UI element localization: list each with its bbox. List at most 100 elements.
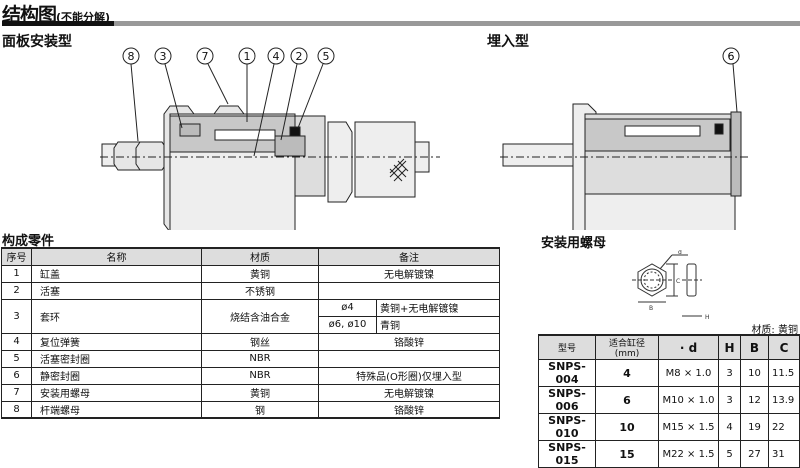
cell-d: M15 × 1.5 (658, 413, 719, 441)
cell-c: 22 (768, 413, 800, 441)
cell-size: ø6, ø10 (318, 315, 377, 334)
svg-text:3: 3 (160, 50, 167, 63)
cell-b: 19 (740, 413, 769, 441)
cell-note: 特殊品(O形圈)仅埋入型 (318, 366, 500, 385)
cell-bore: 4 (595, 359, 659, 387)
cell-name: 静密封圈 (31, 366, 202, 385)
title-rule-dark (2, 21, 114, 26)
col-b: B (740, 334, 769, 360)
cell-material: 烧结含油合金 (201, 298, 319, 334)
cell-note: 无电解镀镍 (318, 264, 500, 283)
cell-bore: 15 (595, 440, 659, 468)
cell-no: 4 (1, 332, 32, 351)
col-material: 材质 (201, 247, 319, 266)
title-rule-grey (114, 21, 800, 26)
callout-7: 7 (196, 47, 229, 105)
panel-mount-title: 面板安装型 (2, 34, 72, 50)
embedded-title: 埋入型 (487, 34, 529, 50)
cell-no: 6 (1, 366, 32, 385)
panel-mount-cross-section: 8 3 7 1 4 2 5 (100, 47, 440, 230)
callout-8: 8 (122, 47, 140, 142)
callout-2: 2 (280, 47, 308, 141)
svg-text:7: 7 (202, 50, 209, 63)
col-d: · d (658, 334, 719, 360)
cell-material: 不锈钢 (201, 281, 319, 300)
cell-note: 黄铜+无电解镀镍 (376, 298, 500, 317)
cell-material: 钢丝 (201, 332, 319, 351)
svg-text:8: 8 (128, 50, 135, 63)
label-d: d (678, 250, 682, 256)
label-c: C (676, 278, 680, 285)
callout-3: 3 (154, 47, 183, 129)
nut-drawing: d C B H (632, 250, 710, 321)
cell-b: 27 (740, 440, 769, 468)
cell-b: 10 (740, 359, 769, 387)
cell-h: 5 (718, 440, 741, 468)
svg-text:5: 5 (323, 50, 330, 63)
cell-bore: 10 (595, 413, 659, 441)
cell-name: 套环 (31, 298, 202, 334)
cell-h: 4 (718, 413, 741, 441)
cell-no: 5 (1, 349, 32, 368)
svg-text:1: 1 (244, 50, 251, 63)
parts-title: 构成零件 (2, 234, 55, 249)
nut-title: 安装用螺母 (541, 236, 607, 251)
callout-1: 1 (238, 47, 256, 122)
cell-no: 2 (1, 281, 32, 300)
cell-material: NBR (201, 366, 319, 385)
cell-no: 1 (1, 264, 32, 283)
col-name: 名称 (31, 247, 202, 266)
cell-model: SNPS-015 (538, 440, 596, 468)
label-b: B (649, 305, 653, 312)
cell-material: 钢 (201, 400, 319, 419)
material-note: 材质: 黄铜 (751, 325, 798, 336)
cell-c: 11.5 (768, 359, 800, 387)
cell-note (318, 349, 500, 368)
embedded-cross-section: 6 (500, 47, 750, 230)
cell-h: 3 (718, 359, 741, 387)
cell-model: SNPS-006 (538, 386, 596, 414)
cell-name: 缸盖 (31, 264, 202, 283)
col-c: C (768, 334, 800, 360)
section-title: 结构图(不能分解) (2, 0, 110, 27)
svg-text:6: 6 (728, 50, 735, 63)
cell-note (318, 281, 500, 300)
cell-d: M22 × 1.5 (658, 440, 719, 468)
col-bore: 适合缸径(mm) (595, 334, 659, 360)
cell-note: 铬酸锌 (318, 400, 500, 419)
cell-name: 复位弹簧 (31, 332, 202, 351)
label-h: H (705, 314, 710, 321)
cell-name: 活塞密封圈 (31, 349, 202, 368)
cell-b: 12 (740, 386, 769, 414)
cell-note: 铬酸锌 (318, 332, 500, 351)
cell-material: 黄铜 (201, 264, 319, 283)
col-no: 序号 (1, 247, 32, 266)
svg-text:2: 2 (296, 50, 303, 63)
title-text: 结构图 (2, 4, 57, 26)
cell-no: 8 (1, 400, 32, 419)
cell-d: M10 × 1.0 (658, 386, 719, 414)
callout-6: 6 (722, 47, 740, 113)
table-header: 型号 适合缸径(mm) · d H B C (538, 334, 800, 360)
cell-d: M8 × 1.0 (658, 359, 719, 387)
callout-5: 5 (297, 47, 335, 129)
svg-text:4: 4 (273, 50, 280, 63)
cell-note: 无电解镀镍 (318, 383, 500, 402)
cell-material: NBR (201, 349, 319, 368)
cell-model: SNPS-004 (538, 359, 596, 387)
cell-no: 3 (1, 298, 32, 334)
title-subtitle: (不能分解) (56, 11, 111, 24)
cell-note: 青铜 (376, 315, 500, 334)
cell-c: 13.9 (768, 386, 800, 414)
